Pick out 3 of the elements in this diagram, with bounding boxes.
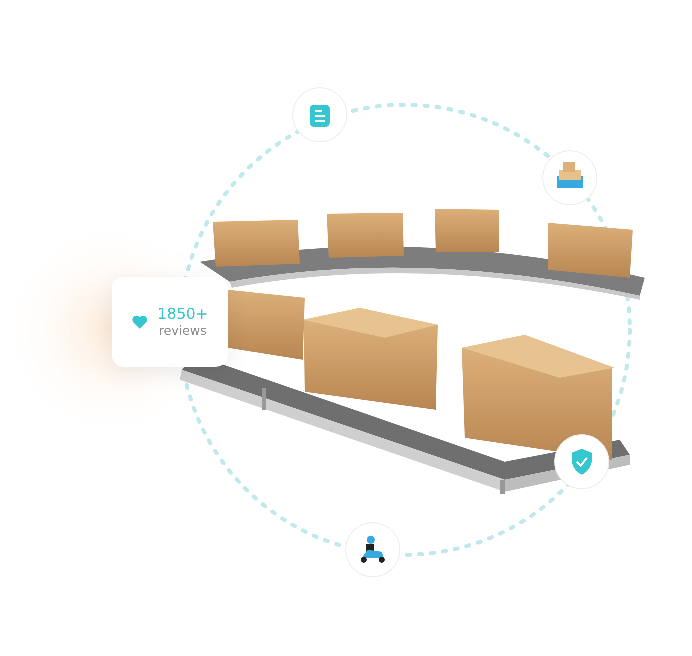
review-card (112, 277, 228, 367)
review-label: reviews (158, 323, 208, 339)
review-count: 1850+ (158, 305, 208, 323)
